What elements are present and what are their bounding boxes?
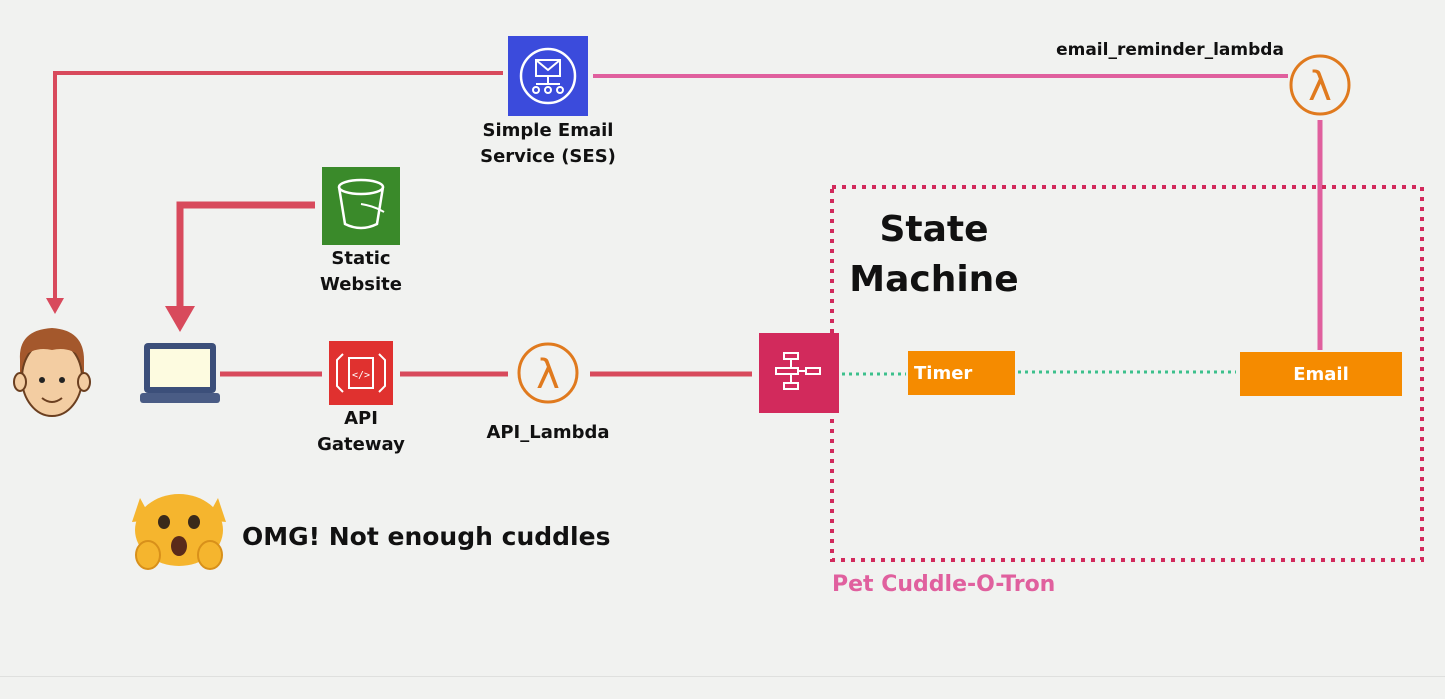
state-machine-title-line2: Machine	[849, 259, 1019, 300]
svg-text:λ: λ	[1308, 64, 1332, 110]
user-avatar	[13, 328, 91, 417]
timer-step: Timer	[908, 351, 1015, 395]
state-flow-dotted-line	[842, 370, 1236, 376]
website-label-line1: Static	[331, 248, 391, 269]
cuddles-message: OMG! Not enough cuddles	[242, 522, 611, 551]
ses-to-user-arrow	[46, 71, 503, 314]
footer-divider	[0, 676, 1445, 677]
svg-text:λ: λ	[536, 352, 560, 398]
state-machine-caption: Pet Cuddle-O-Tron	[832, 572, 1056, 597]
timer-label: Timer	[914, 362, 973, 384]
cat-emoji-icon	[132, 494, 226, 570]
ses-label-line1: Simple Email	[482, 120, 614, 141]
api-gateway-label-line2: Gateway	[317, 434, 405, 455]
email-step-label: Email	[1293, 363, 1349, 385]
ses-label-line2: Service (SES)	[480, 146, 616, 167]
api-gateway-label-line1: API	[344, 408, 378, 429]
website-to-laptop-arrow	[165, 201, 315, 332]
api-gateway-icon: </>	[329, 341, 393, 405]
laptop-icon	[140, 343, 220, 403]
lambda-icon: λ	[517, 342, 579, 404]
svg-text:</>: </>	[352, 370, 370, 381]
state-machine-title-line1: State	[879, 209, 989, 250]
email-lambda-label: email_reminder_lambda	[1056, 40, 1284, 60]
email-step: Email	[1240, 352, 1402, 396]
email-service-icon	[508, 36, 588, 116]
step-functions-icon	[759, 333, 839, 413]
api-lambda-label: API_Lambda	[486, 422, 610, 443]
email-lambda-icon: λ	[1289, 54, 1351, 116]
bucket-icon	[322, 167, 400, 245]
website-label-line2: Website	[319, 274, 402, 295]
